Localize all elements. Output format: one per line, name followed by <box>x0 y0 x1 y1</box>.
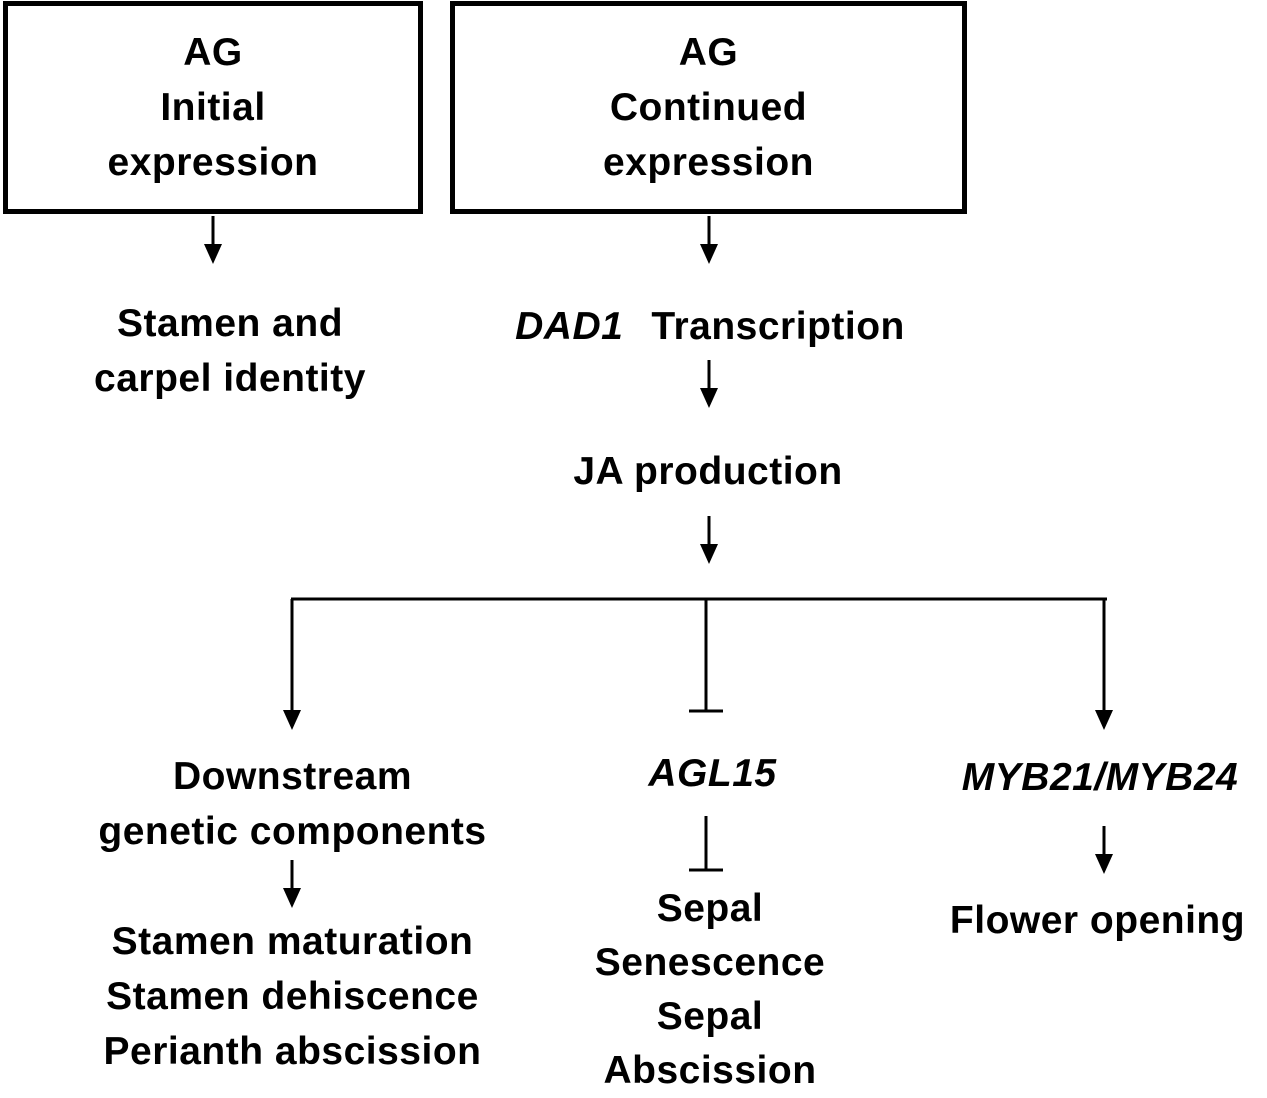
flower-opening-text: Flower opening <box>949 898 1246 942</box>
box-line: expression <box>603 141 814 184</box>
edge-ja-to-downstream <box>283 599 301 730</box>
node-sepal-outcomes: Sepal Senescence Sepal Abscission <box>560 882 860 1092</box>
box-ag-initial-label: AG Initial expression <box>8 6 418 209</box>
edge-agl15-inhibits-sepal <box>689 816 723 872</box>
box-line: Initial <box>160 86 266 129</box>
ja-production-text: JA production <box>573 449 843 493</box>
myb-text: MYB21/MYB24 <box>961 755 1239 799</box>
box-ag-initial-expression: AG Initial expression <box>3 1 423 214</box>
node-agl15: AGL15 <box>590 745 835 801</box>
dad1-transcription-text: Transcription <box>651 304 905 348</box>
edge-ja-to-branch <box>700 516 718 564</box>
box-ag-continued-expression: AG Continued expression <box>450 1 967 214</box>
edge-continued-to-dad1 <box>700 216 718 264</box>
node-line: Abscission <box>603 1049 817 1092</box>
node-line: Stamen and <box>116 302 344 345</box>
node-line: genetic components <box>98 810 487 853</box>
node-line: carpel identity <box>94 357 366 400</box>
node-line: Stamen maturation <box>111 919 474 963</box>
edge-ja-to-myb <box>1095 599 1113 730</box>
node-line: Stamen dehiscence <box>106 974 479 1018</box>
node-line: Senescence <box>594 941 826 984</box>
edge-ja-inhibits-agl15 <box>689 599 723 713</box>
node-line: Perianth abscission <box>103 1029 482 1073</box>
box-line: expression <box>107 141 319 184</box>
node-myb21-myb24: MYB21/MYB24 <box>935 749 1265 805</box>
node-line: Sepal <box>656 887 764 930</box>
node-dad1-transcription: DAD1 Transcription <box>470 298 950 354</box>
node-ja-production: JA production <box>500 443 916 499</box>
box-line: Continued <box>609 86 808 129</box>
box-line: AG <box>678 31 739 74</box>
edge-initial-to-stamen-carpel <box>204 216 222 264</box>
edge-myb-to-flower-opening <box>1095 826 1113 874</box>
edge-downstream-to-stamen-outcomes <box>283 860 301 908</box>
node-line: Sepal <box>656 995 764 1038</box>
node-downstream-genetic-components: Downstream genetic components <box>40 748 545 860</box>
node-line: Downstream <box>172 755 413 798</box>
edge-dad1-to-ja <box>700 360 718 408</box>
box-line: AG <box>183 31 243 74</box>
agl15-text: AGL15 <box>648 751 777 795</box>
box-ag-continued-label: AG Continued expression <box>455 6 962 209</box>
node-flower-opening: Flower opening <box>930 892 1265 948</box>
node-stamen-carpel-identity: Stamen and carpel identity <box>40 295 420 407</box>
node-stamen-outcomes: Stamen maturation Stamen dehiscence Peri… <box>40 913 545 1079</box>
gene-dad1: DAD1 <box>515 304 624 348</box>
